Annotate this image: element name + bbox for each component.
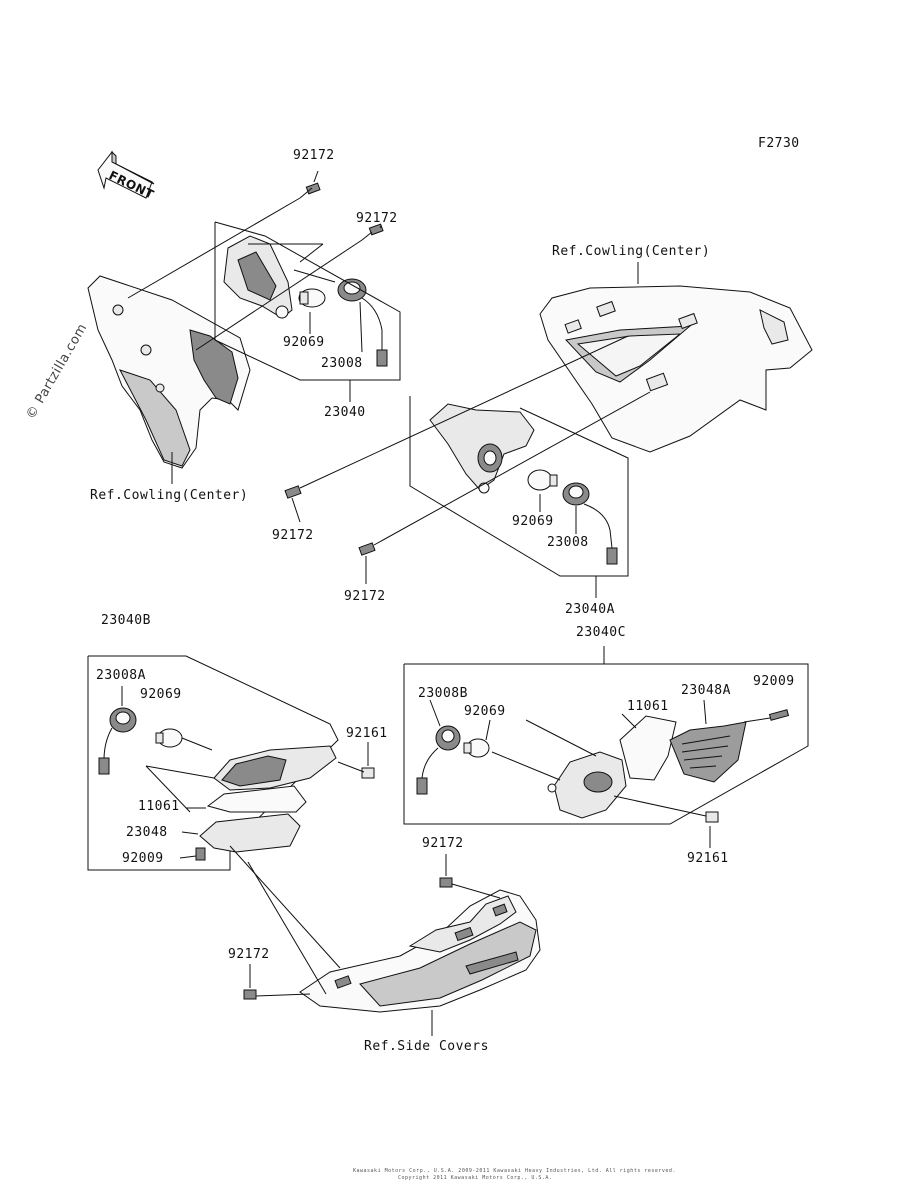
callout-23040c: 23040C [576, 625, 626, 640]
callout-92172-mid-b: 92172 [344, 589, 386, 604]
callout-ref-cowling-center-left: Ref.Cowling(Center) [90, 488, 248, 503]
right-turn-signal-housing [429, 403, 535, 494]
callout-23040: 23040 [324, 405, 366, 420]
lower-left-signal-assembly [87, 655, 375, 871]
callout-23040a: 23040A [565, 602, 615, 617]
callout-92069-lower-right: 92069 [464, 704, 506, 719]
callout-92069-left: 92069 [283, 335, 325, 350]
callout-23008b: 23008B [418, 686, 468, 701]
callout-23008-right: 23008 [547, 535, 589, 550]
callout-92069-lower-left: 92069 [140, 687, 182, 702]
callout-23040b: 23040B [101, 613, 151, 628]
lower-right-signal-assembly [403, 646, 809, 848]
screw-92172-top-a [299, 182, 321, 199]
callout-92069-right: 92069 [512, 514, 554, 529]
watermark: © Partzilla.com [23, 321, 90, 422]
screw-92172-top-b [361, 223, 384, 241]
figure-code: F2730 [758, 136, 800, 151]
left-socket-23008 [337, 278, 388, 367]
callout-23048a: 23048A [681, 683, 731, 698]
side-covers-part [229, 845, 541, 1036]
callout-92172-bottom-a: 92172 [422, 836, 464, 851]
callout-92009-lower-left: 92009 [122, 851, 164, 866]
callout-92161-lower-left: 92161 [346, 726, 388, 741]
screw-92172-mid-a [284, 485, 302, 499]
callout-11061-lower-left: 11061 [138, 799, 180, 814]
leader-lines-23040 [127, 170, 401, 402]
right-bulb-92069 [527, 469, 558, 491]
callout-23008-left: 23008 [321, 356, 363, 371]
callout-92172-mid-a: 92172 [272, 528, 314, 543]
callout-23048: 23048 [126, 825, 168, 840]
callout-ref-cowling-center-right: Ref.Cowling(Center) [552, 244, 710, 259]
left-turn-signal-housing [223, 235, 293, 319]
left-cowling-part [87, 275, 251, 469]
callout-11061-lower-right: 11061 [627, 699, 669, 714]
callout-92172-top-b: 92172 [356, 211, 398, 226]
screw-92172-mid-b [358, 542, 376, 556]
left-bulb-92069 [298, 288, 326, 308]
callout-92161-lower-right: 92161 [687, 851, 729, 866]
callout-92172-bottom-b: 92172 [228, 947, 270, 962]
callout-23008a: 23008A [96, 668, 146, 683]
leader-lines-23040a [171, 262, 651, 598]
footer-line-1: Kawasaki Motors Corp., U.S.A. 2009-2011 … [353, 1168, 676, 1174]
center-cowling-part [539, 285, 813, 453]
footer-line-2: Copyright 2011 Kawasaki Motors Corp., U.… [398, 1175, 552, 1181]
callout-ref-side-covers: Ref.Side Covers [364, 1039, 489, 1054]
callout-92009-lower-right: 92009 [753, 674, 795, 689]
front-arrow-icon: FRONT [97, 150, 157, 202]
callout-92172-top-a: 92172 [293, 148, 335, 163]
right-socket-23008 [562, 482, 618, 565]
